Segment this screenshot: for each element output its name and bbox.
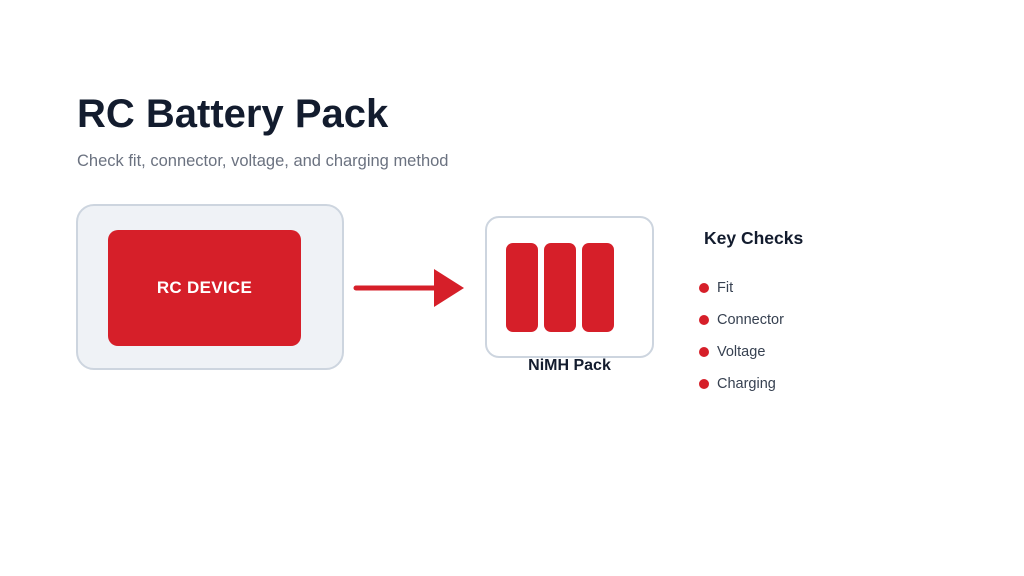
check-label-charging: Charging: [717, 376, 776, 392]
battery-cell: [582, 243, 614, 332]
rc-device-label: RC DEVICE: [156, 278, 253, 297]
rc-device-body: RC DEVICE: [108, 230, 301, 346]
check-label-fit: Fit: [717, 280, 734, 296]
list-item: Charging: [699, 368, 784, 400]
list-item: Fit: [699, 272, 784, 304]
check-label-voltage: Voltage: [717, 344, 766, 360]
page-subtitle: Check fit, connector, voltage, and charg…: [77, 152, 449, 170]
bullet-dot-icon: [699, 347, 709, 357]
list-item: Voltage: [699, 336, 784, 368]
bullet-dot-icon: [699, 379, 709, 389]
bullet-dot-icon: [699, 283, 709, 293]
page-title: RC Battery Pack: [77, 92, 389, 136]
battery-cell: [506, 243, 538, 332]
battery-pack-label: NiMH Pack: [528, 357, 611, 374]
battery-cell: [544, 243, 576, 332]
arrow-right-icon: [353, 269, 464, 307]
key-checks-list: Fit Connector Voltage Charging: [699, 272, 784, 400]
check-label-connector: Connector: [717, 312, 784, 328]
bullet-dot-icon: [699, 315, 709, 325]
key-checks-title: Key Checks: [704, 228, 804, 248]
list-item: Connector: [699, 304, 784, 336]
